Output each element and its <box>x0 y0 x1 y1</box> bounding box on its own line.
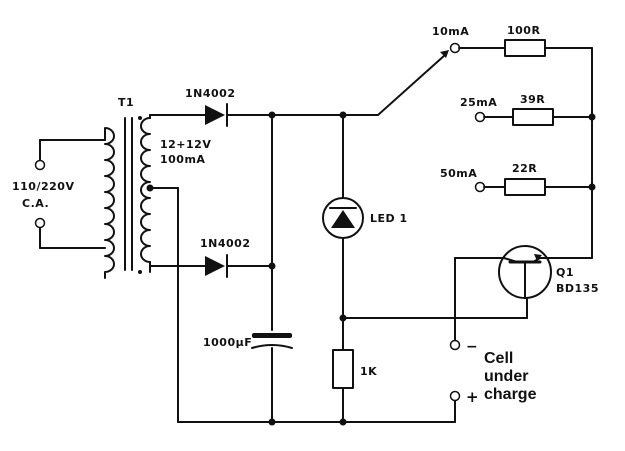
led-1: LED 1 <box>322 197 408 239</box>
cell-terminal-negative[interactable] <box>449 339 461 351</box>
resistor-1k: 1K <box>332 349 377 389</box>
transformer-label: T1 <box>118 96 134 109</box>
mains-voltage-label: 110/220V <box>12 180 74 193</box>
secondary-winding <box>140 117 151 273</box>
transistor-q1: Q1 BD135 <box>498 245 599 299</box>
plus-sign: + <box>466 388 479 406</box>
capacitor-label: 1000µF <box>203 336 252 349</box>
current-selector-switch: 10mA 25mA 50mA <box>377 25 497 193</box>
capacitor-1000uf: 1000µF <box>203 333 293 423</box>
transformer-t1: T1 12+12V 100mA <box>104 96 211 279</box>
led-label: LED 1 <box>370 212 408 225</box>
switch-10ma-label: 10mA <box>432 25 469 38</box>
mains-terminal-bottom[interactable] <box>34 217 46 229</box>
resistor-1k-label: 1K <box>360 365 377 378</box>
transistor-type-label: BD135 <box>556 282 599 295</box>
mains-type-label: C.A. <box>22 197 49 210</box>
resistor-39r-label: 39R <box>520 93 545 106</box>
cell-terminals: − + Cell under charge <box>449 339 537 406</box>
diode-top: 1N4002 <box>185 87 273 127</box>
primary-winding <box>104 127 115 279</box>
diode-bottom-label: 1N4002 <box>200 237 250 250</box>
resistor-39r: 39R <box>512 93 554 126</box>
resistor-100r: 100R <box>504 24 546 57</box>
resistor-100r-label: 100R <box>507 24 540 37</box>
cell-label-line3: charge <box>484 386 537 403</box>
secondary-current-label: 100mA <box>160 153 205 166</box>
resistor-22r: 22R <box>504 162 546 196</box>
cell-label-line2: under <box>484 368 528 385</box>
cell-label-line1: Cell <box>484 350 513 367</box>
diode-bottom: 1N4002 <box>200 237 273 278</box>
resistor-22r-label: 22R <box>512 162 537 175</box>
mains-terminal-top[interactable] <box>34 159 46 171</box>
cell-terminal-positive[interactable] <box>449 390 461 402</box>
switch-25ma-label: 25mA <box>460 96 497 109</box>
transistor-ref-label: Q1 <box>556 266 574 279</box>
secondary-voltage-label: 12+12V <box>160 138 211 151</box>
mains-input: 110/220V C.A. <box>12 139 106 249</box>
minus-sign: − <box>466 339 478 355</box>
switch-50ma-label: 50mA <box>440 167 477 180</box>
diode-top-label: 1N4002 <box>185 87 235 100</box>
